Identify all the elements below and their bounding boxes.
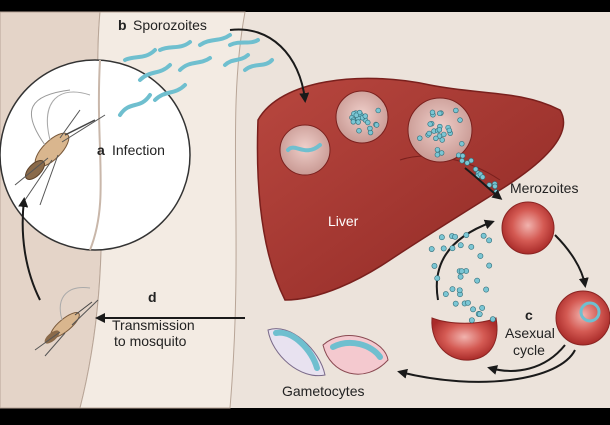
merozoite-dot bbox=[486, 237, 493, 244]
merozoite-dot bbox=[457, 242, 464, 249]
merozoite-dot bbox=[434, 152, 441, 158]
merozoite-dot bbox=[477, 253, 484, 259]
gametocyte-cells bbox=[267, 328, 389, 377]
merozoite-dot bbox=[463, 232, 470, 238]
arrow-cycle-to-gametocytes bbox=[397, 349, 576, 383]
label-merozoites: Merozoites bbox=[510, 180, 578, 196]
stage-letter-a: a bbox=[97, 142, 105, 158]
merozoite-dot bbox=[350, 119, 357, 125]
red-blood-cell-1 bbox=[501, 201, 555, 255]
merozoite-dot bbox=[453, 107, 459, 114]
released-merozoites bbox=[428, 232, 496, 324]
merozoite-dot bbox=[470, 306, 476, 313]
arrow-asexual-cycle-bottom bbox=[487, 344, 566, 375]
merozoite-dot bbox=[486, 182, 492, 188]
merozoite-dot bbox=[365, 119, 371, 126]
merozoite-dot bbox=[429, 109, 436, 116]
merozoite-dot bbox=[362, 113, 368, 119]
merozoite-dot bbox=[468, 157, 474, 164]
merozoite-dot bbox=[417, 135, 423, 141]
merozoite-dot bbox=[375, 107, 381, 114]
label-infection: Infection bbox=[112, 142, 165, 158]
infected-hepatocyte-1 bbox=[279, 124, 331, 176]
hepatocyte-merozoite-cluster bbox=[349, 107, 499, 195]
merozoite-dot bbox=[434, 147, 441, 153]
merozoite-dot bbox=[459, 141, 465, 147]
merozoite-dot bbox=[427, 121, 433, 127]
arrow-liver-to-merozoites bbox=[464, 167, 503, 200]
skin-edge-line bbox=[89, 59, 102, 251]
merozoite-dot bbox=[428, 246, 435, 252]
label-gametocytes: Gametocytes bbox=[282, 383, 364, 399]
merozoite-dot bbox=[440, 245, 447, 252]
merozoite-dot bbox=[468, 317, 475, 324]
merozoite-dot bbox=[474, 277, 481, 284]
mosquito-transmission-icon bbox=[34, 286, 99, 357]
merozoite-dot bbox=[458, 268, 465, 275]
infection-magnifier-circle bbox=[0, 59, 191, 251]
merozoite-dot bbox=[476, 311, 483, 318]
merozoite-dot bbox=[483, 286, 490, 293]
merozoite-dot bbox=[479, 174, 486, 180]
merozoite-dot bbox=[437, 110, 443, 117]
merozoite-dot bbox=[465, 299, 471, 306]
merozoite-dot bbox=[480, 232, 487, 239]
merozoite-dot bbox=[431, 263, 438, 269]
merozoite-dot bbox=[446, 127, 453, 134]
label-liver: Liver bbox=[328, 213, 359, 229]
merozoite-dot bbox=[492, 183, 498, 190]
arrow-sporozoites-to-liver bbox=[229, 28, 310, 103]
merozoite-dot bbox=[459, 158, 465, 164]
merozoite-dot bbox=[356, 128, 362, 134]
merozoite-dot bbox=[426, 130, 432, 137]
merozoite-dot bbox=[442, 291, 449, 297]
merozoite-dot bbox=[436, 127, 443, 133]
merozoite-dot bbox=[373, 122, 380, 128]
merozoite-dot bbox=[489, 316, 496, 323]
merozoite-dot bbox=[456, 287, 463, 294]
merozoite-dot bbox=[457, 117, 463, 123]
label-asexual: Asexual bbox=[505, 325, 555, 341]
merozoite-dot bbox=[449, 245, 456, 252]
merozoite-dot bbox=[438, 234, 445, 241]
sporozoites-swarm bbox=[118, 33, 274, 117]
merozoite-dot bbox=[472, 166, 479, 172]
merozoite-dot bbox=[433, 135, 439, 142]
merozoite-dot bbox=[452, 300, 459, 307]
label-transmission: Transmission bbox=[112, 317, 195, 333]
stage-letter-b: b bbox=[118, 17, 127, 33]
merozoite-dot bbox=[479, 305, 486, 311]
merozoite-dot bbox=[449, 286, 456, 293]
stage-letter-d: d bbox=[148, 289, 157, 305]
merozoite-dot bbox=[439, 137, 445, 143]
red-blood-cell-bursting bbox=[431, 317, 498, 361]
red-blood-cell-ring-stage bbox=[555, 290, 610, 346]
merozoite-dot bbox=[434, 275, 441, 282]
merozoite-dot bbox=[457, 273, 464, 280]
merozoite-dot bbox=[367, 125, 373, 132]
mosquito-biting-icon bbox=[14, 89, 106, 206]
merozoite-dot bbox=[452, 233, 458, 240]
merozoite-dot bbox=[355, 119, 361, 125]
merozoite-dot bbox=[459, 153, 466, 159]
arrow-asexual-cycle-right bbox=[554, 234, 589, 288]
merozoite-dot bbox=[353, 112, 360, 118]
merozoite-dot bbox=[464, 160, 470, 166]
merozoite-dot bbox=[468, 243, 475, 250]
arrow-mosquito-to-infection bbox=[18, 197, 41, 301]
merozoite-dot bbox=[486, 262, 493, 269]
label-sporozoites: Sporozoites bbox=[133, 17, 207, 33]
label-to-mosquito: to mosquito bbox=[114, 333, 187, 349]
label-cycle: cycle bbox=[513, 342, 545, 358]
stage-letter-c: c bbox=[525, 307, 533, 323]
arrow-asexual-cycle-left bbox=[435, 219, 495, 301]
